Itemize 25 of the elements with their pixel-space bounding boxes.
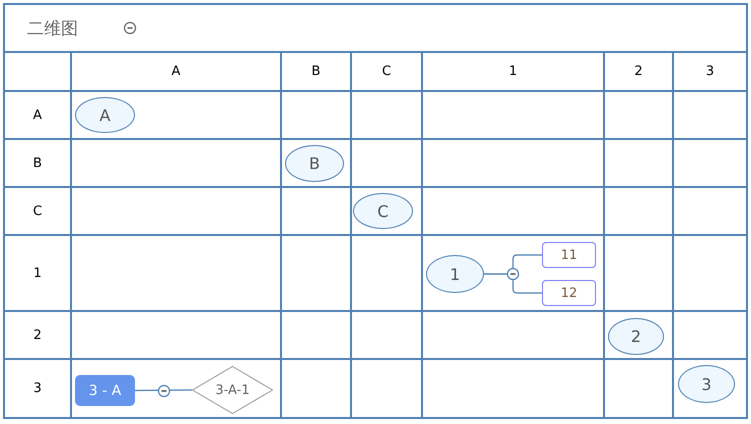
topic-ellipse: B bbox=[285, 145, 344, 182]
topic-ellipse: A bbox=[75, 97, 135, 133]
row-header: 3 bbox=[33, 381, 42, 396]
column-header: 2 bbox=[634, 64, 643, 79]
column-header: 3 bbox=[706, 64, 714, 79]
topic-ellipse: C bbox=[353, 193, 413, 229]
decision-diamond: 3-A-1 bbox=[192, 366, 273, 414]
topic-ellipse: 1 bbox=[426, 255, 484, 293]
row-header: B bbox=[33, 156, 42, 170]
connector-line bbox=[135, 389, 192, 392]
topic-ellipse: 2 bbox=[608, 318, 664, 355]
column-header: C bbox=[382, 64, 392, 79]
row-header: A bbox=[33, 108, 42, 122]
column-header: 1 bbox=[508, 64, 518, 79]
row-header: 1 bbox=[33, 266, 42, 280]
column-header: A bbox=[172, 64, 180, 79]
subtopic-box: 12 bbox=[542, 280, 596, 306]
topic-ellipse: 3 bbox=[678, 365, 735, 403]
connector-line bbox=[484, 273, 542, 294]
topic-box: 3 - A bbox=[75, 375, 135, 406]
subtopic-box: 11 bbox=[542, 242, 596, 268]
column-header: B bbox=[312, 64, 320, 79]
row-header: 2 bbox=[33, 328, 42, 342]
title: 二维图 bbox=[27, 18, 78, 40]
row-header: C bbox=[32, 204, 42, 218]
